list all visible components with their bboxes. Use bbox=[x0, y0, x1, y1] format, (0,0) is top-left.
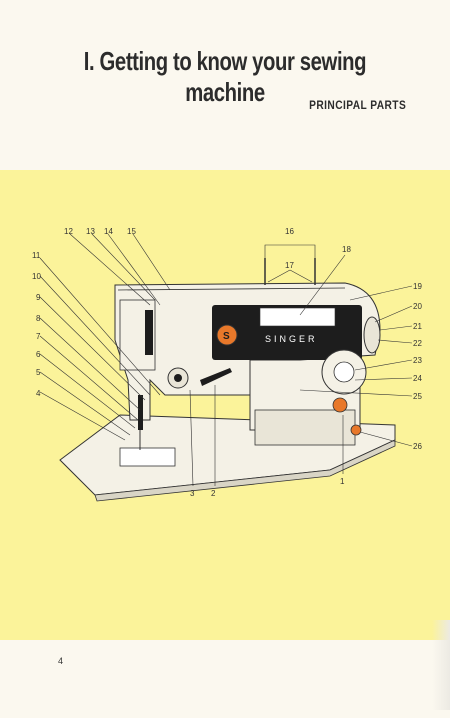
section-subtitle: PRINCIPAL PARTS bbox=[308, 98, 406, 112]
logo-s-letter: S bbox=[223, 331, 230, 342]
callout-10: 10 bbox=[32, 272, 41, 281]
yellow-band bbox=[0, 170, 450, 640]
callout-1: 1 bbox=[340, 477, 345, 486]
needle-plate bbox=[119, 447, 176, 467]
stitch-dial-knob[interactable] bbox=[333, 361, 355, 383]
needle-bar bbox=[138, 395, 143, 430]
tension-dial-center bbox=[174, 374, 182, 382]
hand-wheel[interactable] bbox=[363, 316, 381, 354]
callout-17: 17 bbox=[285, 261, 294, 270]
callout-15: 15 bbox=[127, 227, 136, 236]
page-number: 4 bbox=[58, 656, 64, 666]
stitch-selector-window bbox=[259, 307, 336, 327]
callout-26: 26 bbox=[413, 442, 422, 451]
take-up-lever bbox=[145, 310, 153, 355]
brand-name: SINGER bbox=[265, 334, 318, 344]
page-wear bbox=[432, 620, 450, 710]
callout-2: 2 bbox=[211, 489, 216, 498]
callout-labels: 1 2 3 4 5 6 7 8 9 10 11 12 13 14 15 16 1… bbox=[32, 227, 422, 498]
callout-25: 25 bbox=[413, 392, 422, 401]
callout-11: 11 bbox=[32, 251, 41, 260]
callout-19: 19 bbox=[413, 282, 422, 291]
leader-lines bbox=[39, 233, 413, 487]
callout-8: 8 bbox=[36, 314, 41, 323]
callout-16: 16 bbox=[285, 227, 294, 236]
callout-24: 24 bbox=[413, 374, 422, 383]
callout-20: 20 bbox=[413, 302, 422, 311]
machine-bed-housing bbox=[254, 409, 356, 446]
page-title: I. Getting to know your sewing machine bbox=[83, 46, 367, 107]
callout-14: 14 bbox=[104, 227, 113, 236]
callout-23: 23 bbox=[413, 356, 422, 365]
bobbin-winder-knob[interactable] bbox=[332, 397, 348, 413]
bed-board-edge bbox=[94, 439, 396, 502]
power-switch[interactable] bbox=[350, 424, 362, 436]
reverse-lever[interactable] bbox=[200, 368, 232, 386]
callout-21: 21 bbox=[413, 322, 422, 331]
callout-5: 5 bbox=[36, 368, 41, 377]
singer-logo-badge bbox=[216, 324, 238, 346]
arm-top-edge bbox=[117, 287, 346, 291]
callout-9: 9 bbox=[36, 293, 41, 302]
callout-4: 4 bbox=[36, 389, 41, 398]
callout-12: 12 bbox=[64, 227, 73, 236]
callout-18: 18 bbox=[342, 245, 351, 254]
callout-7: 7 bbox=[36, 332, 41, 341]
callout-22: 22 bbox=[413, 339, 422, 348]
callout-13: 13 bbox=[86, 227, 95, 236]
callout-3: 3 bbox=[190, 489, 195, 498]
callout-6: 6 bbox=[36, 350, 41, 359]
